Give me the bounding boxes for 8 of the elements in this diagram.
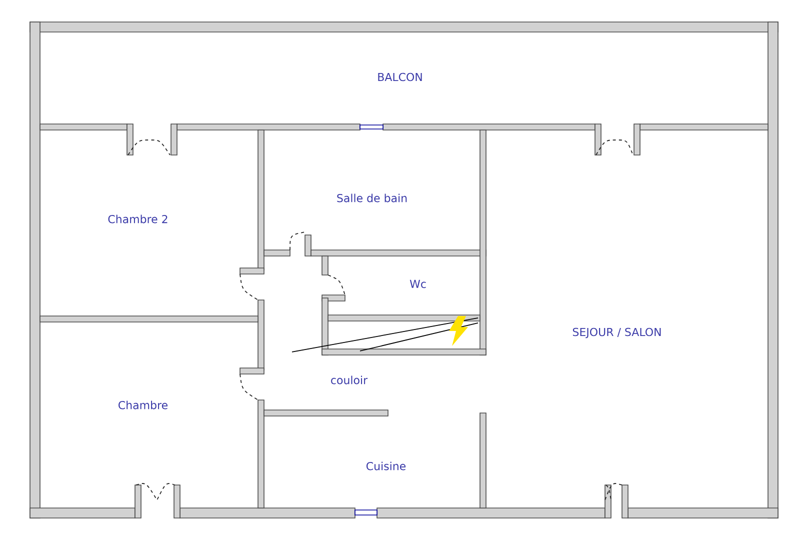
room-label: Cuisine <box>366 462 406 470</box>
room-label: Chambre 2 <box>108 214 168 224</box>
room-label: Salle de bain <box>337 194 407 202</box>
room-label: BALCON <box>378 72 422 82</box>
room-label: couloir <box>331 376 368 384</box>
room-label: Chambre <box>118 400 168 410</box>
room-label: Wc <box>410 280 426 288</box>
room-label: SEJOUR / SALON <box>572 328 661 338</box>
